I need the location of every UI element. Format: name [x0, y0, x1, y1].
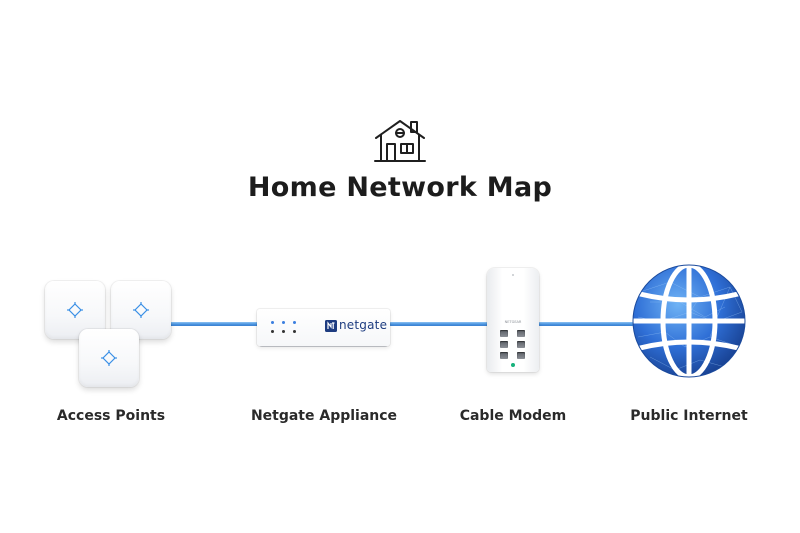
node-label-netgate-appliance: Netgate Appliance — [250, 408, 398, 424]
diagram-title: Home Network Map — [247, 172, 553, 203]
router-icon: netgate — [257, 309, 390, 346]
node-label-public-internet: Public Internet — [630, 408, 748, 424]
netgate-logo-icon — [325, 320, 337, 332]
globe-icon — [632, 264, 746, 378]
modem-status-led — [511, 363, 515, 367]
access-point-3 — [79, 329, 139, 387]
modem-brand: NETGEAR — [504, 320, 522, 324]
link-appliance-to-modem — [389, 322, 489, 326]
house-icon — [374, 120, 426, 162]
access-point-glyph-icon — [133, 302, 149, 318]
access-point-glyph-icon — [67, 302, 83, 318]
node-label-access-points: Access Points — [56, 408, 166, 424]
link-modem-to-internet — [538, 322, 634, 326]
node-label-cable-modem: Cable Modem — [459, 408, 567, 424]
link-access-points-to-appliance — [160, 322, 260, 326]
modem-icon: NETGEAR — [487, 268, 539, 372]
router-brand: netgate — [339, 318, 388, 332]
access-point-glyph-icon — [101, 350, 117, 366]
